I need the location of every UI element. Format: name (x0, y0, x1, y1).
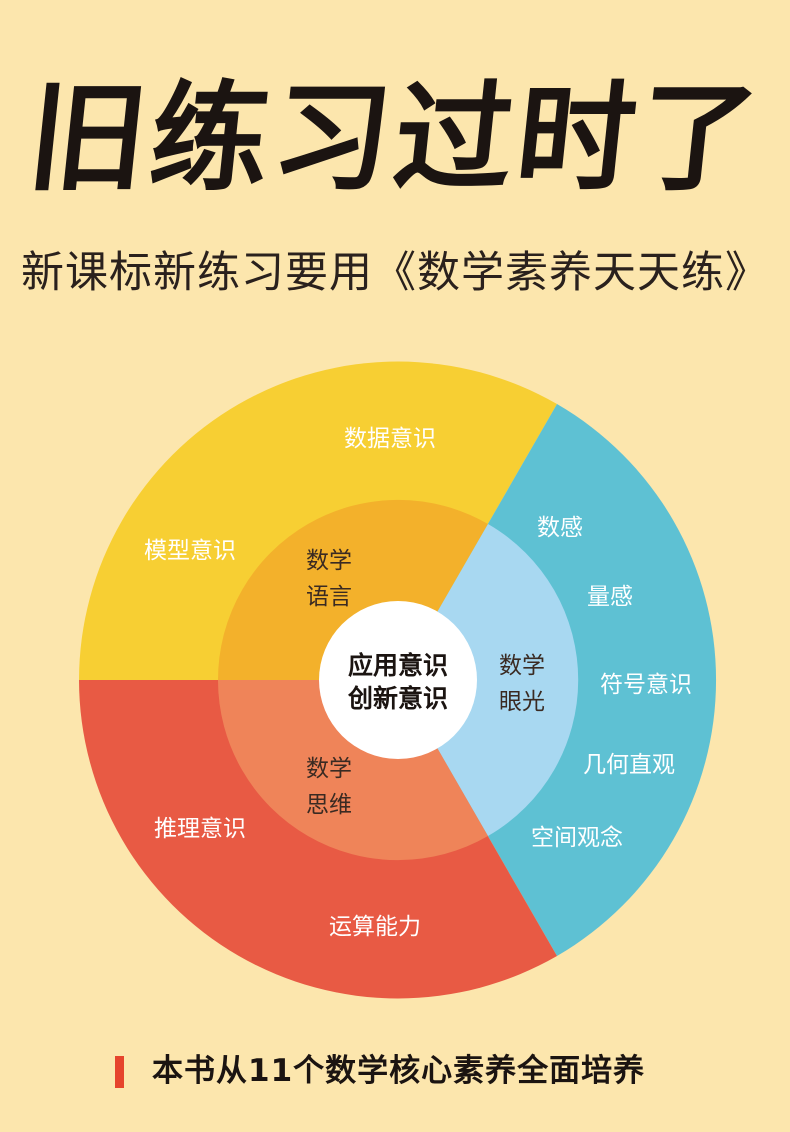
footer: 本书从11个数学核心素养全面培养 (0, 1048, 790, 1096)
subheadline: 新课标新练习要用《数学素养天天练》 (21, 248, 769, 298)
label-reasoning-awareness: 推理意识 (154, 816, 246, 842)
inner-language-line1: 数学 (306, 548, 352, 574)
label-spatial-concept: 空间观念 (531, 825, 623, 851)
label-quantity-sense: 量感 (587, 584, 633, 610)
label-data-awareness: 数据意识 (344, 426, 436, 452)
label-computation-ability: 运算能力 (329, 914, 421, 940)
label-number-sense: 数感 (537, 515, 583, 541)
inner-language-line2: 语言 (306, 584, 352, 610)
inner-vision-sector (398, 524, 579, 836)
label-symbol-awareness: 符号意识 (600, 672, 692, 698)
footer-accent-bar (115, 1056, 124, 1088)
inner-thinking-line2: 思维 (306, 792, 352, 818)
center-line1: 应用意识 (348, 651, 448, 680)
inner-vision-line2: 眼光 (499, 689, 545, 715)
inner-vision-line1: 数学 (499, 653, 545, 679)
inner-thinking-line1: 数学 (306, 756, 352, 782)
label-model-awareness: 模型意识 (144, 538, 236, 564)
center-line2: 创新意识 (347, 684, 448, 713)
center-circle (319, 601, 477, 759)
footer-text: 本书从11个数学核心素养全面培养 (152, 1053, 646, 1089)
label-geometric-intuition: 几何直观 (583, 752, 675, 778)
